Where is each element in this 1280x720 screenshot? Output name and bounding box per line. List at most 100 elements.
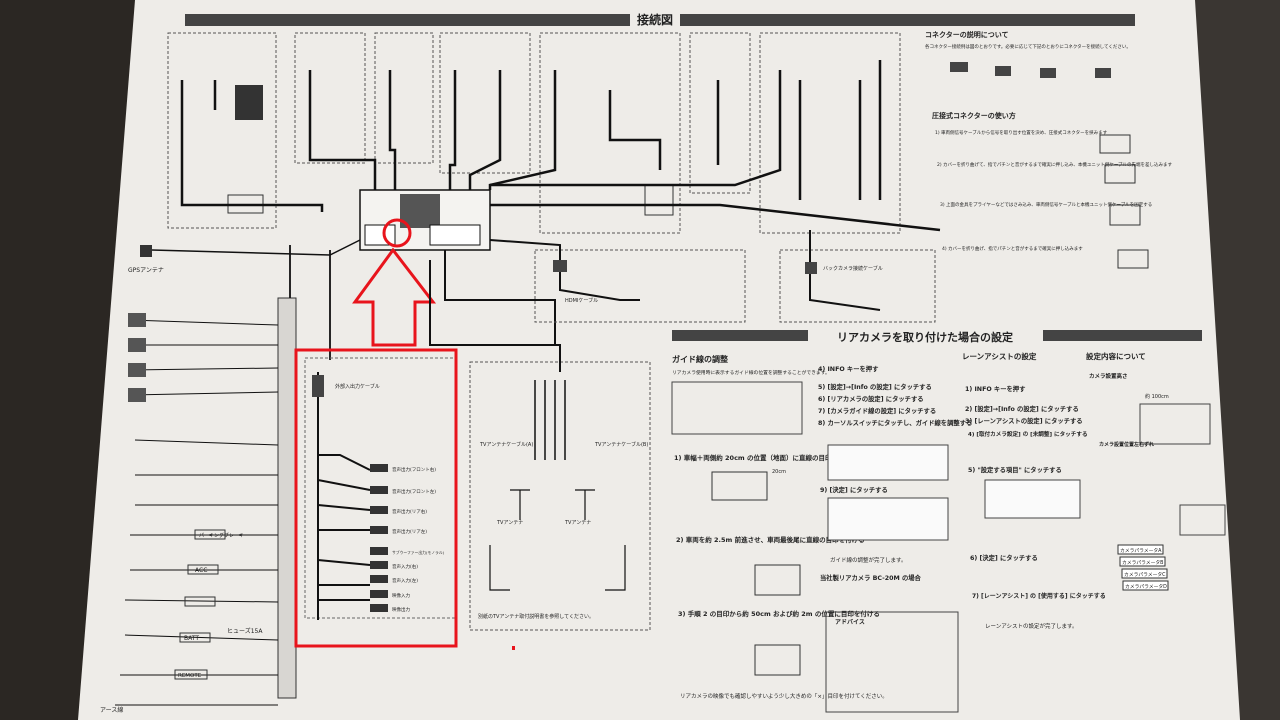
crimp-illustration-1 — [1099, 134, 1131, 154]
wire-k — [490, 203, 941, 232]
paper-sheet — [78, 0, 1240, 720]
tag-remote — [174, 669, 208, 680]
head-unit — [359, 189, 491, 251]
lane-title: レーンアシストの設定 — [962, 351, 1037, 361]
settings-camera-offset: カメラ設置位置左右ずれ — [1099, 441, 1154, 448]
speaker-connector-3 — [128, 363, 146, 377]
guide-screen-2 — [827, 497, 949, 541]
hdmi-label: HDMIケーブル — [565, 297, 598, 304]
device-box-2 — [294, 32, 366, 164]
settings-offset-diagram — [1179, 504, 1226, 536]
wire-i — [490, 70, 782, 187]
tag-parking — [194, 529, 226, 540]
lane-step-3: 3) [レーンアシストの設定] にタッチする — [965, 416, 1083, 425]
speaker-connectors — [128, 313, 146, 402]
aux-output-6: 音声入力(左) — [392, 577, 418, 584]
wire-f — [488, 70, 557, 190]
settings-height-diagram — [1139, 403, 1211, 445]
signal-wires — [130, 439, 279, 536]
wire-g — [608, 90, 662, 170]
rca-plug-1 — [370, 464, 388, 472]
aux-output-2: 音声出力(リア右) — [392, 508, 427, 515]
aux-output-4: サブウーファー出力(モノラル) — [392, 550, 445, 555]
param-box-c — [1121, 568, 1168, 579]
lane-step-7: 7) [レーンアシスト] の [使用する] にタッチする — [972, 592, 1106, 600]
rca-plug-3 — [370, 506, 388, 514]
settings-title: 設定内容について — [1086, 351, 1146, 361]
guide-car-diagram-1 — [711, 471, 768, 501]
aux-output-5: 音声入力(右) — [392, 563, 418, 570]
lane-step-6: 6) [決定] にタッチする — [970, 553, 1038, 562]
crimp-illustration-3 — [1109, 204, 1141, 226]
lane-screen — [984, 479, 1081, 519]
red-dot — [512, 646, 515, 650]
guide-dim: 20cm — [772, 469, 786, 475]
harness-main-wire — [289, 245, 331, 360]
label-remote: REMOTE — [178, 673, 202, 679]
lane-done: レーンアシストの設定が完了します。 — [985, 622, 1077, 630]
tv-antennas — [489, 489, 626, 591]
settings-camera-height: カメラ設置高さ — [1089, 372, 1128, 380]
speaker-connector-2 — [128, 338, 146, 352]
advice-box — [825, 611, 959, 713]
param-box-a — [1117, 544, 1164, 555]
guide-done: ガイド線の調整が完了します。 — [830, 556, 906, 564]
back-camera-plug — [805, 262, 817, 274]
device-box-5 — [539, 32, 681, 234]
guide-step-6: 6) [リアカメラの設定] にタッチする — [818, 394, 924, 403]
red-highlight-box — [294, 348, 458, 648]
connector-section-intro: 各コネクター接続例は図のとおりです。必要に応じて下記のとおりにコネクターを接続し… — [925, 43, 1131, 50]
power-wires — [115, 569, 279, 706]
guide-step-8: 8) カーソルスイッチにタッチし、ガイド線を調整する — [818, 418, 972, 427]
guide-car-diagram-3 — [754, 644, 801, 676]
aux-wires — [317, 372, 371, 620]
connector-icon-3 — [1040, 68, 1056, 78]
rca-plug-5 — [370, 547, 388, 555]
aux-cable-label: 外部入出力ケーブル — [335, 383, 380, 390]
tag-batt — [179, 632, 211, 643]
rca-plugs — [370, 464, 388, 612]
label-batt: BATT — [184, 635, 199, 642]
guide-step-7: 7) [カメラガイド線の設定] にタッチする — [818, 406, 936, 415]
crimp-illustration-2 — [1104, 164, 1136, 184]
guide-desc: リアカメラ使用時に表示するガイド線の位置を調整することができます。 — [672, 369, 830, 376]
crimp-step-2: 2) カバーを折り曲げて、指でパチンと音がするまで確実に押し込み、本機ユニット側… — [937, 161, 1173, 168]
wire-c — [388, 70, 397, 195]
param-a: カメラパラメータA — [1120, 547, 1162, 554]
tv-cable-b-label: TVアンテナケーブル(B) — [594, 441, 648, 448]
connector-icon-1 — [950, 62, 968, 72]
lane-step-4: 4) [取付カメラ設定] の [未調整] にタッチする — [968, 430, 1088, 438]
rear-camera-title: リアカメラを取り付けた場合の設定 — [837, 330, 1013, 344]
back-camera-label: バックカメラ接続ケーブル — [823, 265, 883, 272]
speaker-wires — [129, 319, 279, 396]
tag-acc — [187, 564, 219, 575]
back-camera-wire — [809, 230, 881, 311]
tv-antenna-note: 別紙のTVアンテナ取付説明書を参照してください。 — [478, 613, 594, 620]
guide-screen-1 — [827, 444, 949, 481]
lane-step-2: 2) [設定]→[Info の設定] にタッチする — [965, 404, 1079, 413]
back-camera-dashed-box — [779, 249, 936, 323]
aux-output-7: 映像入力 — [392, 592, 410, 599]
crimp-illustration-4 — [1117, 249, 1149, 269]
camera-parameter-list: カメラパラメータA カメラパラメータB カメラパラメータC カメラパラメータD — [1117, 544, 1169, 591]
guide-note: リアカメラの映像でも確認しやすいよう少し大きめの「×」目印を付けてください。 — [680, 692, 888, 700]
device-box-4 — [439, 32, 531, 174]
guide-step-2: 2) 車両を約 2.5m 前進させ、車両最後尾に直線の目印を付ける — [676, 535, 865, 544]
rear-camera-section: リアカメラを取り付けた場合の設定 ガイド線の調整 リアカメラ使用時に表示するガイ… — [671, 326, 1226, 713]
left-harness: GPSアンテナ — [128, 239, 361, 699]
hdmi-wire — [489, 239, 640, 301]
label-acc: ACC — [195, 567, 207, 574]
crimp-step-1: 1) 車両側信号ケーブルから信号を取り出す位置を決め、圧接式コネクターを挟みます — [935, 129, 1108, 136]
advice-label: アドバイス — [835, 618, 865, 626]
lane-step-5: 5) "設定する項目" にタッチする — [968, 465, 1062, 474]
device-box-6 — [689, 32, 751, 194]
dvd-unit — [235, 85, 263, 120]
top-wires — [180, 60, 941, 232]
rca-plug-4 — [370, 526, 388, 534]
connector-icons — [950, 62, 1111, 78]
guide-step-3: 3) 手順 2 の目印から約 50cm および約 2m の位置に目印を付ける — [678, 609, 880, 618]
header-title: 接続図 — [637, 12, 673, 27]
harness-branches — [115, 319, 279, 706]
guide-step-5: 5) [設定]→[Info の設定] にタッチする — [818, 382, 932, 391]
